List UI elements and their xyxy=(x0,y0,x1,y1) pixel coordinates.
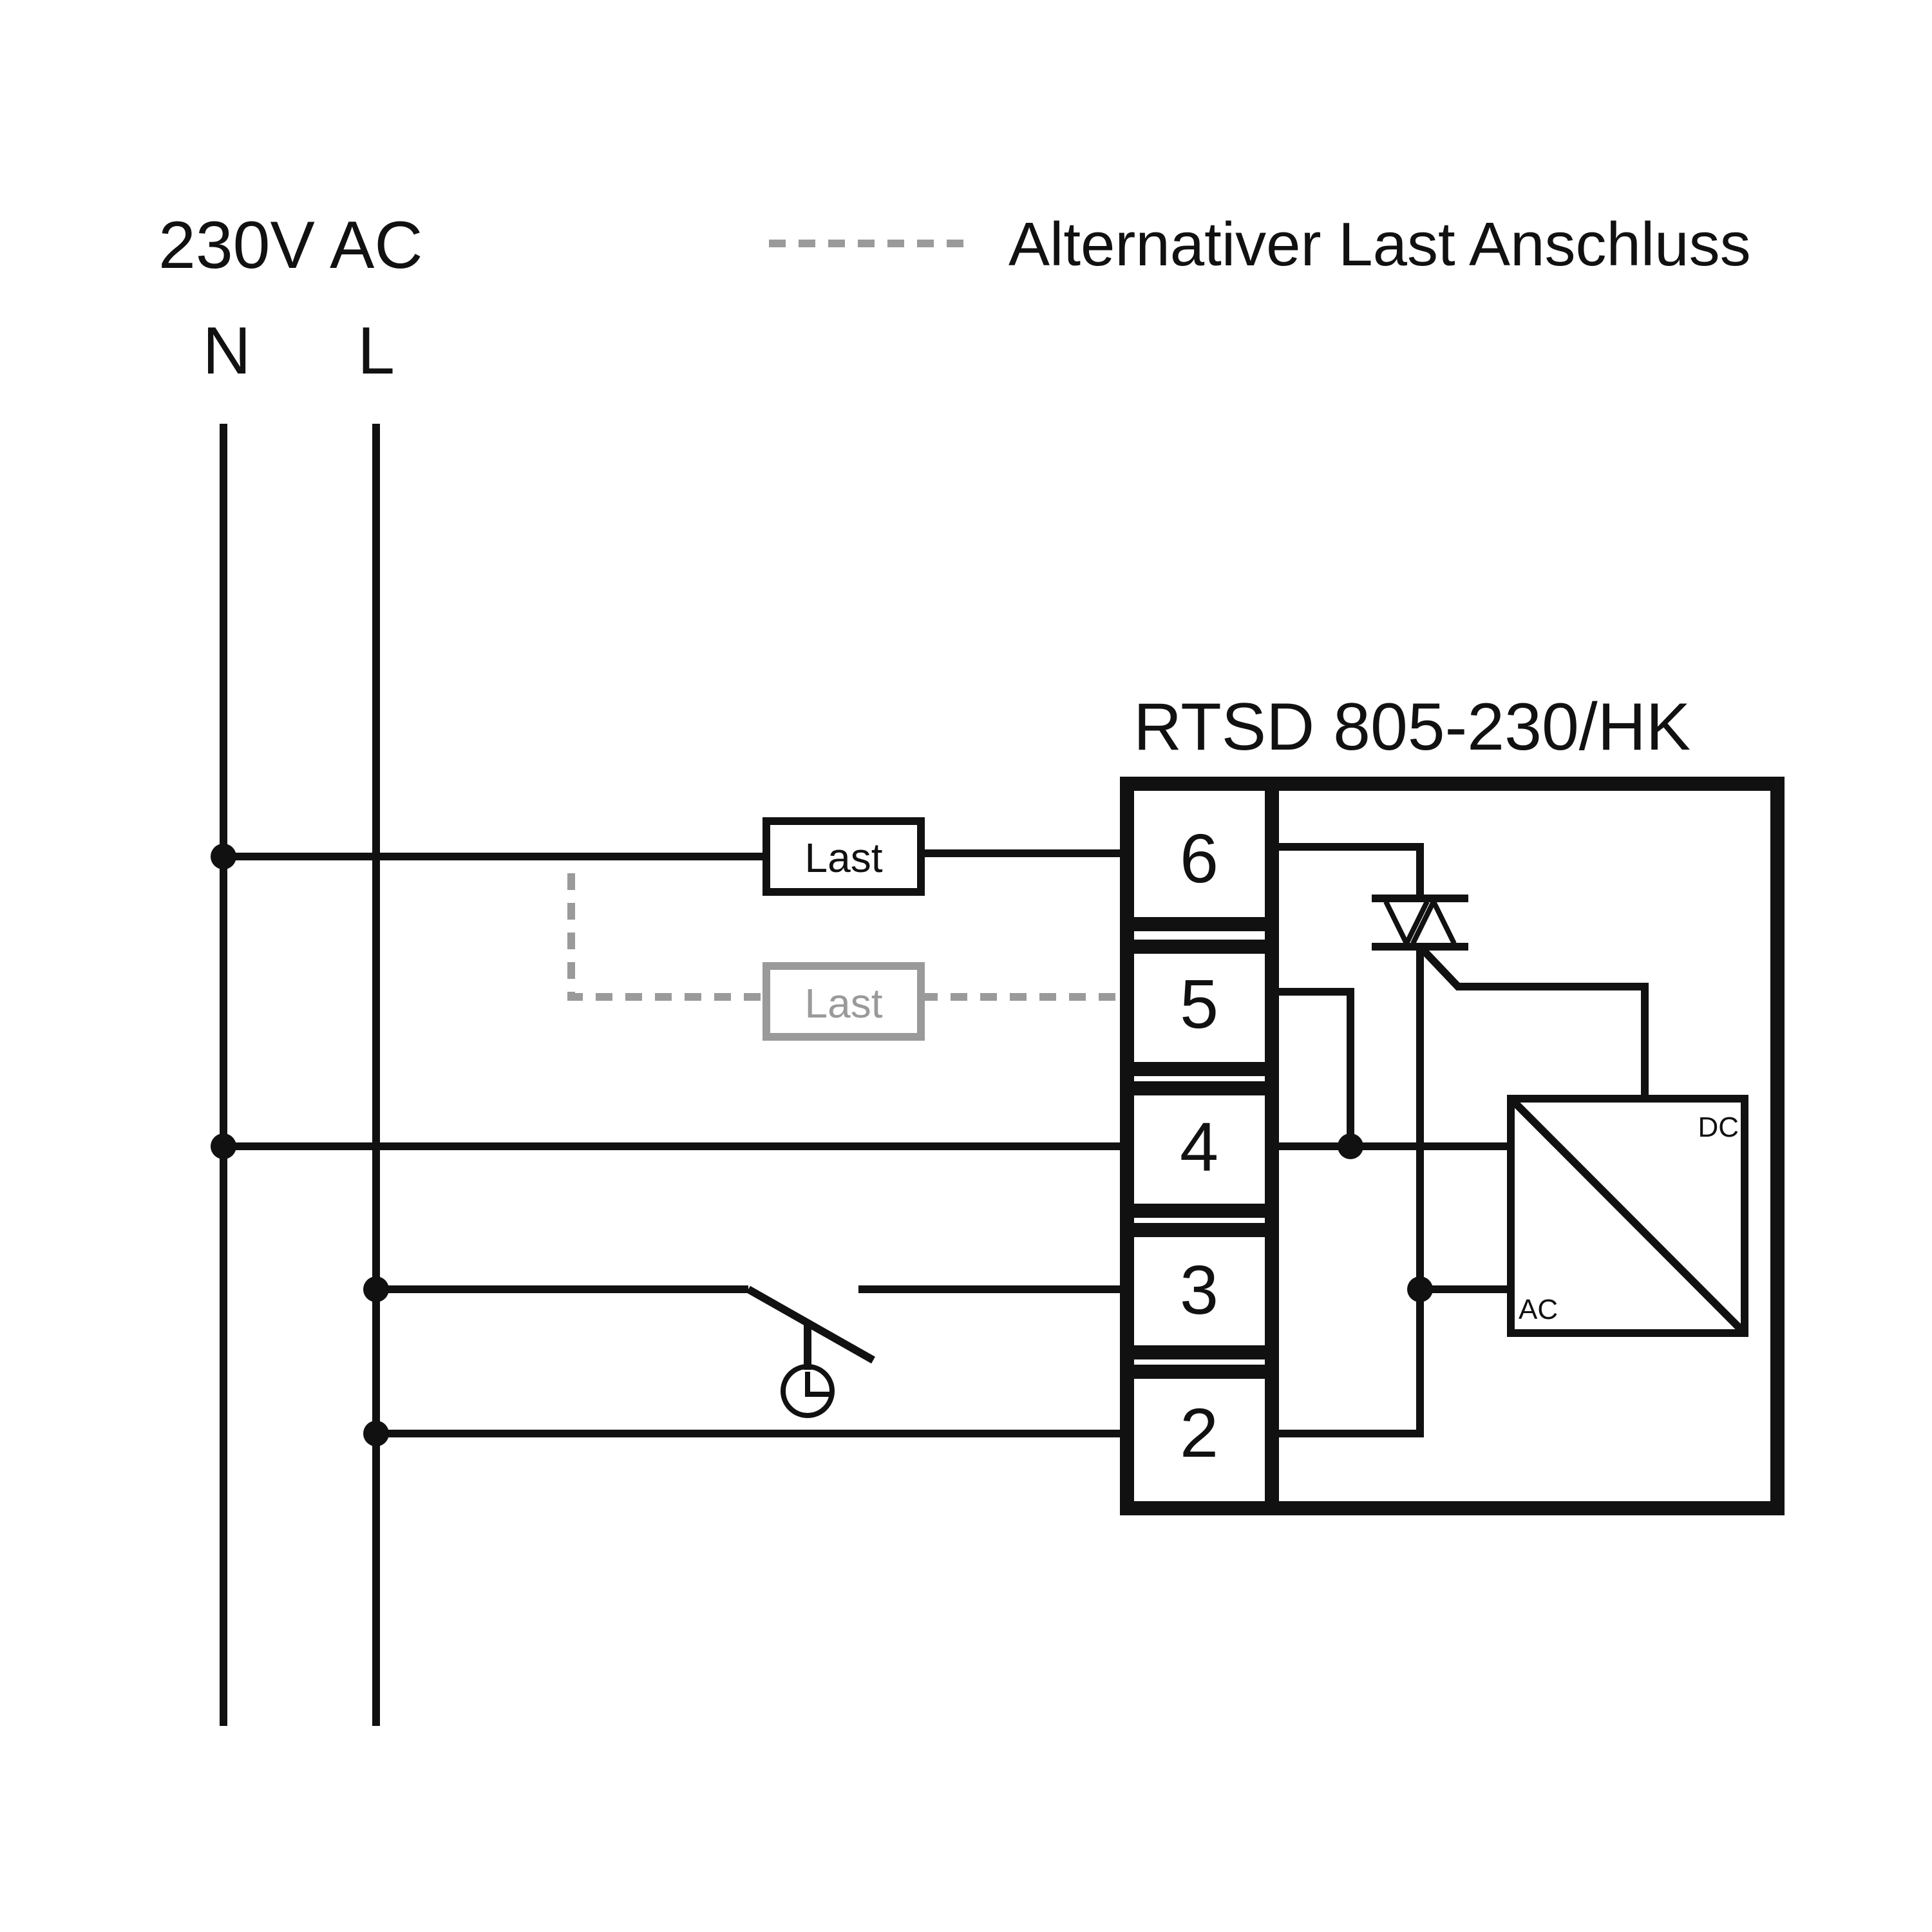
neutral-label: N xyxy=(202,314,251,388)
junction-internal-row4 xyxy=(1338,1133,1363,1159)
alt-wire-from-l xyxy=(567,873,766,1001)
clock-icon xyxy=(781,1364,835,1418)
converter-diagonal xyxy=(1508,1095,1748,1336)
terminal-2-label: 2 xyxy=(1180,1394,1218,1472)
legend-label: Alternativer Last Anschluss xyxy=(1009,210,1751,279)
supply-voltage-label: 230V AC xyxy=(158,208,423,283)
terminal-block xyxy=(1127,917,1272,1379)
triac-icon xyxy=(1372,895,1468,951)
internal-wire-terminal-6 xyxy=(1272,843,1424,898)
terminal-5-label: 5 xyxy=(1180,965,1218,1043)
junction-n-row4 xyxy=(211,1133,236,1159)
device-model-label: RTSD 805-230/HK xyxy=(1133,690,1690,764)
line-label: L xyxy=(357,314,395,388)
junction-n-row6 xyxy=(211,844,236,869)
terminal-3-label: 3 xyxy=(1180,1251,1218,1329)
junction-internal-ac xyxy=(1407,1276,1433,1302)
device-housing xyxy=(1120,777,1785,1515)
ac-dc-converter xyxy=(1507,1095,1748,1337)
converter-ac-label: AC xyxy=(1519,1294,1558,1325)
alt-load-box xyxy=(762,962,925,1041)
triac-gate-wire xyxy=(1417,943,1649,1099)
junction-l-row2 xyxy=(363,1421,389,1446)
load-label: Last xyxy=(805,835,883,881)
alt-load-label: Last xyxy=(805,980,883,1027)
internal-wire-terminal-2 xyxy=(1272,947,1424,1437)
terminal-6-label: 6 xyxy=(1180,819,1218,897)
junction-l-row3 xyxy=(363,1276,389,1302)
terminal-4-label: 4 xyxy=(1180,1108,1218,1186)
converter-dc-label: DC xyxy=(1698,1112,1739,1143)
internal-wire-terminal-5 xyxy=(1272,988,1354,1146)
